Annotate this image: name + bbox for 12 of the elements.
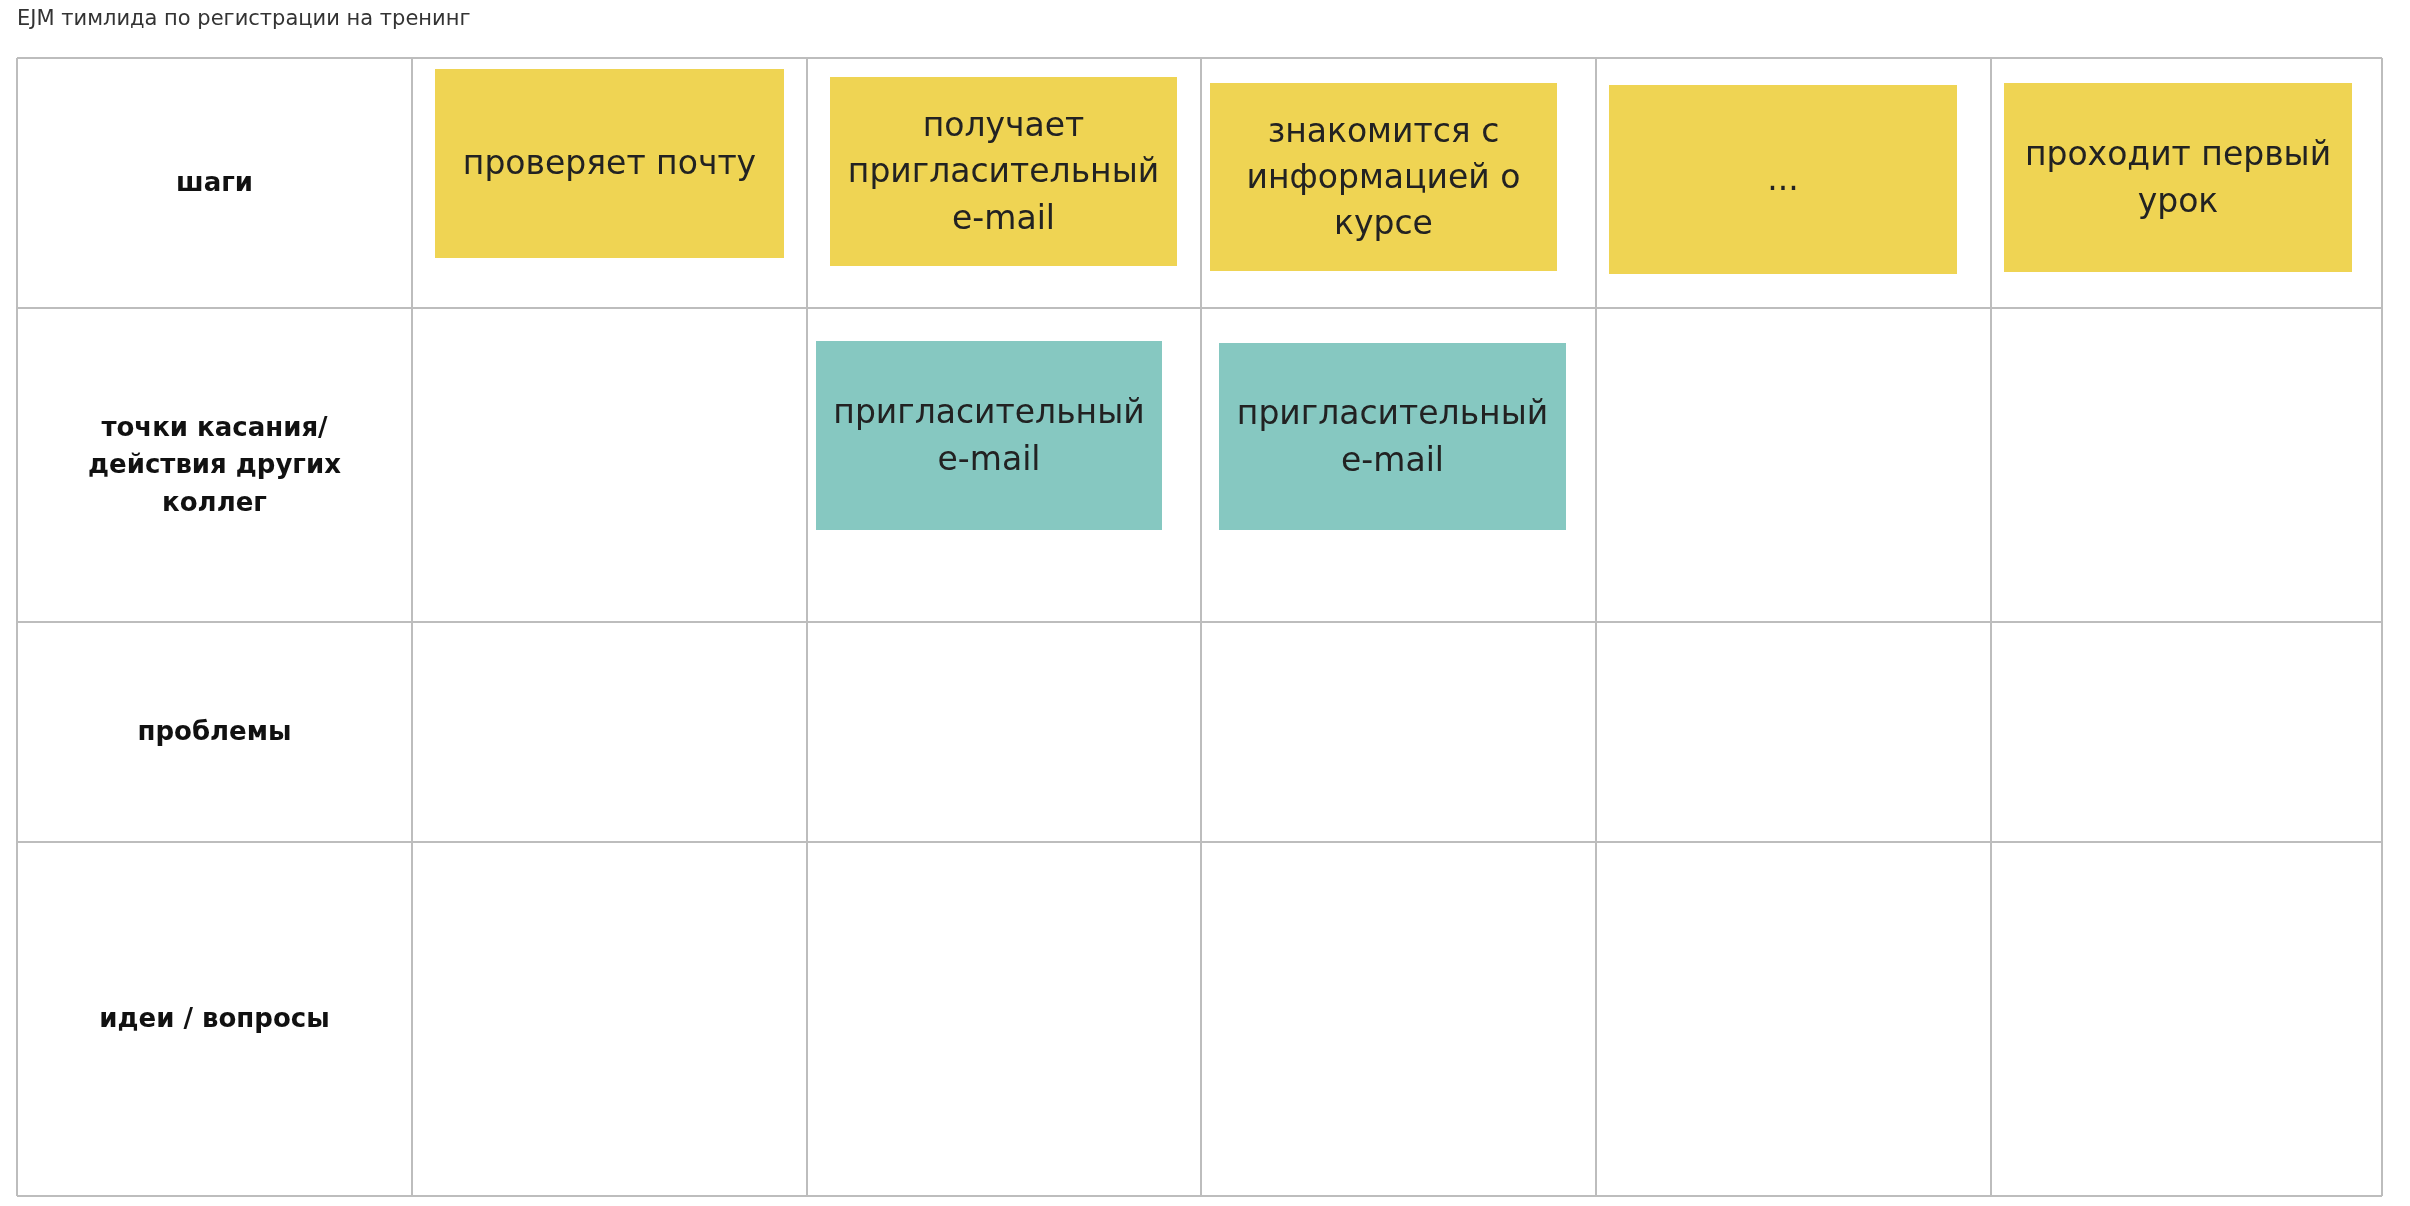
sticky-note: пригласительный e-mail	[1219, 343, 1566, 530]
row-header: идеи / вопросы	[98, 1002, 331, 1035]
row-header: шаги	[175, 166, 254, 199]
row-header: точки касания/действия других коллег	[87, 410, 342, 519]
sticky-note: получает пригласительный e-mail	[830, 77, 1177, 266]
diagram-title: EJM тимлида по регистрации на тренинг	[17, 6, 471, 30]
sticky-note: пригласительный e-mail	[816, 341, 1162, 530]
sticky-note: проверяет почту	[435, 69, 784, 258]
sticky-note: знакомится с информацией о курсе	[1210, 83, 1557, 271]
sticky-note: ...	[1609, 85, 1957, 274]
row-header: проблемы	[136, 715, 293, 748]
sticky-note: проходит первый урок	[2004, 83, 2352, 272]
